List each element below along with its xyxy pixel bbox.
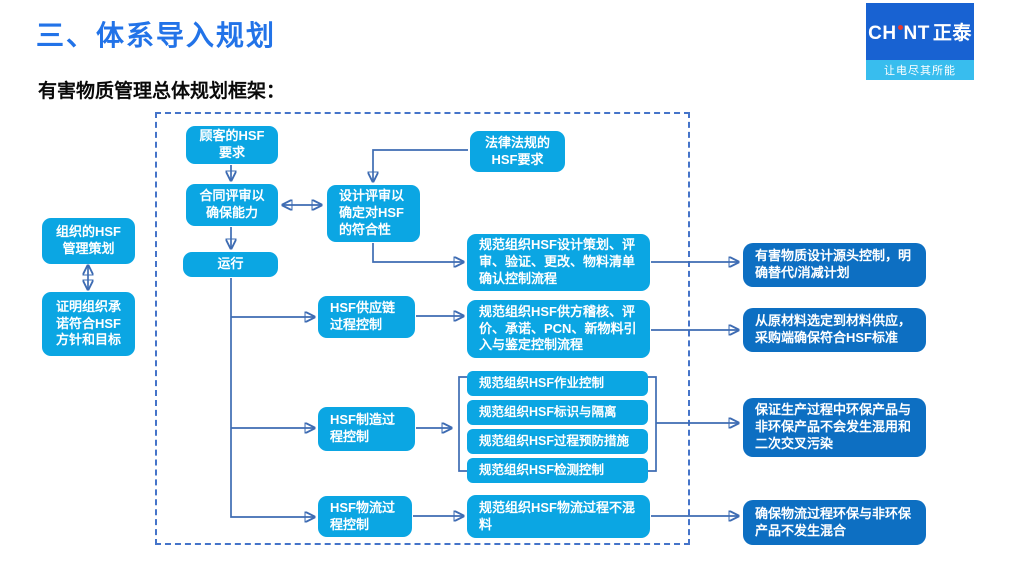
node-design-control-process: 规范组织HSF设计策划、评 审、验证、更改、物料清单 确认控制流程 — [467, 234, 650, 291]
node-supplier-control-process: 规范组织HSF供方稽核、评 价、承诺、PCN、新物料引 入与鉴定控制流程 — [467, 300, 650, 358]
node-customer-hsf-requirements: 顾客的HSF 要求 — [186, 126, 278, 164]
diagram-dashed-frame — [155, 112, 690, 545]
node-identification-isolation: 规范组织HSF标识与隔离 — [467, 400, 648, 425]
node-prove-commitment: 证明组织承 诺符合HSF 方针和目标 — [42, 292, 135, 356]
node-testing-control: 规范组织HSF检测控制 — [467, 458, 648, 483]
node-manufacturing-control: HSF制造过 程控制 — [318, 407, 415, 451]
logo-red-dot — [897, 25, 903, 30]
page-subtitle: 有害物质管理总体规划框架： — [38, 81, 286, 102]
node-operation-control: 规范组织HSF作业控制 — [467, 371, 648, 396]
node-outcome-logistics-no-mixing: 确保物流过程环保与非环保 产品不发生混合 — [743, 500, 926, 545]
node-design-review: 设计评审以 确定对HSF 的符合性 — [327, 185, 420, 242]
page-title: 三、体系导入规划 — [36, 20, 277, 51]
logo-brand-left: CH — [868, 23, 897, 44]
logo-brand-cn: 正泰 — [932, 23, 972, 44]
node-outcome-design-source-control: 有害物质设计源头控制，明 确替代/消减计划 — [743, 243, 926, 287]
node-outcome-production-no-contamination: 保证生产过程中环保产品与 非环保产品不会发生混用和 二次交叉污染 — [743, 398, 926, 457]
logo-brand-right: NT — [903, 23, 930, 44]
logo-tagline: 让电尽其所能 — [866, 60, 974, 80]
node-org-hsf-planning: 组织的HSF 管理策划 — [42, 218, 135, 264]
node-supply-chain-control: HSF供应链 过程控制 — [318, 296, 415, 338]
node-process-prevention: 规范组织HSF过程预防措施 — [467, 429, 648, 454]
node-logistics-no-mixing: 规范组织HSF物流过程不混 料 — [467, 495, 650, 538]
node-outcome-purchasing-standard: 从原材料选定到材料供应， 采购端确保符合HSF标准 — [743, 308, 926, 352]
node-logistics-control: HSF物流过 程控制 — [318, 496, 412, 537]
node-contract-review: 合同评审以 确保能力 — [186, 184, 278, 226]
node-run: 运行 — [183, 252, 278, 277]
node-law-hsf-requirements: 法律法规的 HSF要求 — [470, 131, 565, 172]
